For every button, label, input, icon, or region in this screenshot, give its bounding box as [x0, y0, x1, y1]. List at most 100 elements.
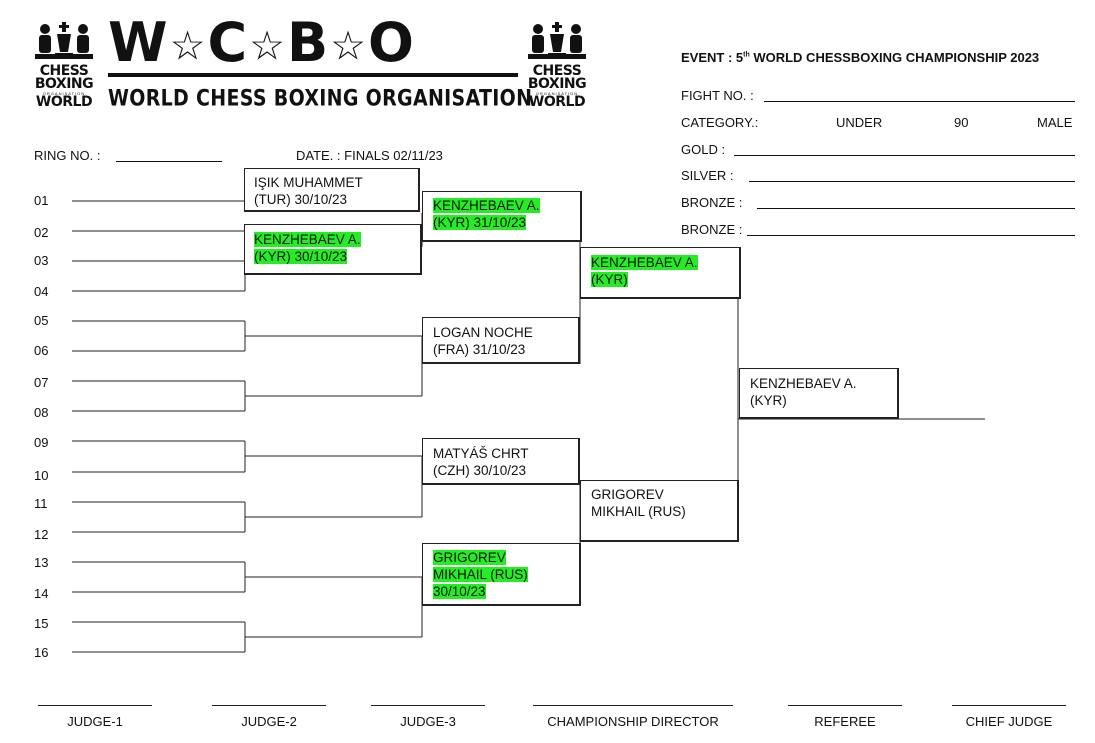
signature-label-referee: REFEREE: [814, 714, 876, 729]
signature-line[interactable]: [533, 705, 733, 706]
fight-no-field[interactable]: [764, 101, 1075, 102]
category-under: UNDER: [836, 115, 883, 130]
event-prefix: EVENT : 5: [681, 50, 744, 65]
logo-letter: C: [207, 11, 250, 74]
slot-number: 04: [34, 284, 49, 299]
fighter-country-date: (KYR) 31/10/23: [433, 215, 527, 230]
slot-number: 14: [34, 586, 49, 601]
ring-no-label: RING NO. :: [34, 148, 101, 163]
fighter-name: IŞIK MUHAMMET: [254, 175, 363, 190]
logo-letter: W: [108, 11, 170, 74]
slot-number: 07: [34, 375, 49, 390]
fighter-date: 30/10/23: [433, 584, 486, 599]
bracket-box-qf-2: LOGAN NOCHE (FRA) 31/10/23: [422, 317, 580, 364]
logo-subtitle: WORLD CHESS BOXING ORGANISATION: [108, 86, 533, 112]
signature-label-director: CHAMPIONSHIP DIRECTOR: [547, 714, 719, 729]
slot-number: 08: [34, 405, 49, 420]
chess-boxer-icon: [35, 22, 93, 59]
fighter-name: LOGAN NOCHE: [433, 325, 533, 340]
ring-no-field[interactable]: [116, 161, 222, 162]
slot-number: 01: [34, 193, 49, 208]
event-sup: th: [743, 51, 750, 59]
signature-line[interactable]: [38, 705, 152, 706]
logo-side-text: CHESS: [532, 63, 582, 79]
event-suffix: WORLD CHESSBOXING CHAMPIONSHIP 2023: [749, 50, 1040, 65]
slot-number: 09: [34, 435, 49, 450]
logo-rule: [108, 73, 518, 77]
bracket-box-sf-2: GRIGOREV MIKHAIL (RUS): [580, 480, 739, 542]
logo-side-tiny: ORGANISATION: [42, 91, 86, 96]
champion-country: (KYR): [750, 393, 787, 408]
fight-no-label: FIGHT NO. :: [681, 88, 754, 103]
signature-label-judge-1: JUDGE-1: [67, 714, 123, 729]
slot-number: 10: [34, 468, 49, 483]
silver-label: SILVER :: [681, 168, 734, 183]
event-title: EVENT : 5th WORLD CHESSBOXING CHAMPIONSH…: [681, 50, 1039, 65]
silver-field[interactable]: [749, 181, 1075, 182]
fighter-name: GRIGOREV: [433, 550, 506, 565]
bronze-field[interactable]: [757, 208, 1075, 209]
slot-number: 13: [34, 555, 49, 570]
signature-label-chief-judge: CHIEF JUDGE: [965, 714, 1053, 729]
signature-line[interactable]: [212, 705, 326, 706]
signature-line[interactable]: [788, 705, 902, 706]
logo-side-text: WORLD: [35, 94, 93, 110]
logo-letter: O: [367, 11, 416, 74]
signature-line[interactable]: [371, 705, 485, 706]
bracket-box-qf-1: KENZHEBAEV A. (KYR) 31/10/23: [422, 191, 582, 242]
star-icon: ☆: [169, 23, 208, 70]
fighter-country: (KYR): [591, 272, 628, 287]
logo-side-tiny: ORGANISATION: [535, 91, 579, 96]
signature-line[interactable]: [952, 705, 1066, 706]
fighter-country-date: (KYR) 30/10/23: [254, 249, 348, 264]
bronze-label: BRONZE :: [681, 222, 743, 237]
bracket-box-r1-1: IŞIK MUHAMMET (TUR) 30/10/23: [244, 168, 420, 212]
fighter-name: GRIGOREV: [591, 487, 664, 502]
bronze-field[interactable]: [747, 235, 1075, 236]
fighter-name: KENZHEBAEV A.: [433, 198, 540, 213]
slot-number: 05: [34, 313, 49, 328]
fighter-name-cont: MIKHAIL (RUS): [433, 567, 528, 582]
fighter-country-date: (TUR) 30/10/23: [254, 192, 348, 207]
logo-side-text: BOXING: [34, 76, 94, 92]
bracket-box-sf-1: KENZHEBAEV A. (KYR): [580, 247, 741, 299]
signature-label-judge-3: JUDGE-3: [400, 714, 456, 729]
star-icon: ☆: [249, 23, 287, 70]
signature-label-judge-2: JUDGE-2: [241, 714, 297, 729]
star-icon: ☆: [330, 23, 368, 70]
gold-label: GOLD :: [681, 142, 726, 157]
bracket-box-final: KENZHEBAEV A. (KYR): [739, 368, 899, 419]
fighter-country-date: (FRA) 31/10/23: [433, 342, 526, 357]
category-label: CATEGORY.:: [681, 115, 759, 130]
gold-field[interactable]: [734, 155, 1075, 156]
bracket-box-qf-4: GRIGOREV MIKHAIL (RUS) 30/10/23: [422, 543, 581, 606]
slot-number: 02: [34, 225, 49, 240]
slot-number: 12: [34, 527, 49, 542]
slot-number: 16: [34, 645, 49, 660]
logo-side-text: BOXING: [527, 76, 587, 92]
chessboxing-left-logo: CHESS BOXING ORGANISATION WORLD: [33, 20, 95, 109]
date-label: DATE. : FINALS 02/11/23: [296, 148, 443, 163]
logo-side-text: WORLD: [528, 94, 586, 110]
slot-number: 06: [34, 343, 49, 358]
champion-name: KENZHEBAEV A.: [750, 376, 857, 391]
fighter-name: KENZHEBAEV A.: [254, 232, 361, 247]
logo-side-text: CHESS: [39, 63, 89, 79]
fighter-name: MATYÁŠ CHRT: [433, 446, 529, 461]
chess-boxer-icon: [528, 22, 586, 59]
slot-number: 11: [34, 496, 48, 511]
chessboxing-right-logo: CHESS BOXING ORGANISATION WORLD: [526, 20, 588, 109]
slot-number: 15: [34, 616, 49, 631]
bronze-label: BRONZE :: [681, 195, 743, 210]
category-weight: 90: [954, 115, 969, 130]
bracket-box-qf-3: MATYÁŠ CHRT (CZH) 30/10/23: [422, 438, 580, 485]
fighter-name-cont: MIKHAIL (RUS): [591, 504, 686, 519]
wcbo-logo: W☆C☆B☆O: [108, 16, 416, 73]
bracket-box-r1-2: KENZHEBAEV A. (KYR) 30/10/23: [244, 224, 422, 275]
logo-letter: B: [286, 11, 331, 74]
category-gender: MALE: [1037, 115, 1073, 130]
slot-number: 03: [34, 253, 49, 268]
fighter-country-date: (CZH) 30/10/23: [433, 463, 527, 478]
fighter-name: KENZHEBAEV A.: [591, 255, 698, 270]
